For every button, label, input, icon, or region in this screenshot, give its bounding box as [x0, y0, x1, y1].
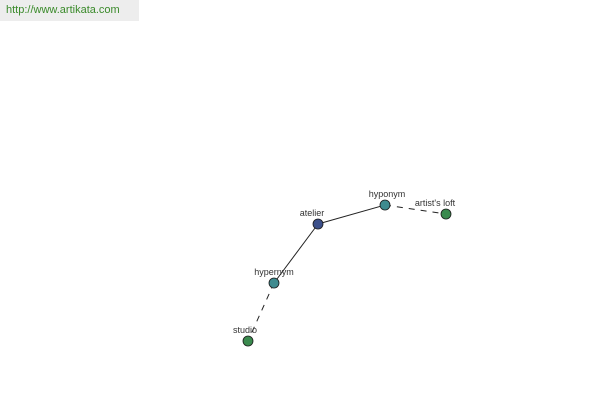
node-atelier[interactable] [312, 218, 324, 230]
node-label-hyponym[interactable]: hyponym [369, 189, 406, 199]
node-label-atelier[interactable]: atelier [300, 208, 325, 218]
edge-hypernym-studio [247, 282, 275, 342]
edges-layer [247, 204, 447, 342]
edge-hyponym-artists-loft [384, 204, 447, 215]
source-url-link[interactable]: http://www.artikata.com [0, 0, 139, 21]
node-hypernym[interactable] [268, 277, 280, 289]
node-hyponym[interactable] [379, 199, 391, 211]
edge-atelier-hyponym [317, 204, 386, 225]
nodes-layer: atelier hypernym hyponym studio artist's lof… [233, 189, 456, 347]
node-artists-loft[interactable] [440, 208, 452, 220]
node-label-artists-loft[interactable]: artist's loft [415, 198, 456, 208]
node-studio[interactable] [242, 335, 254, 347]
edge-atelier-hypernym [273, 223, 319, 284]
node-label-studio[interactable]: studio [233, 325, 257, 335]
node-label-hypernym[interactable]: hypernym [254, 267, 294, 277]
